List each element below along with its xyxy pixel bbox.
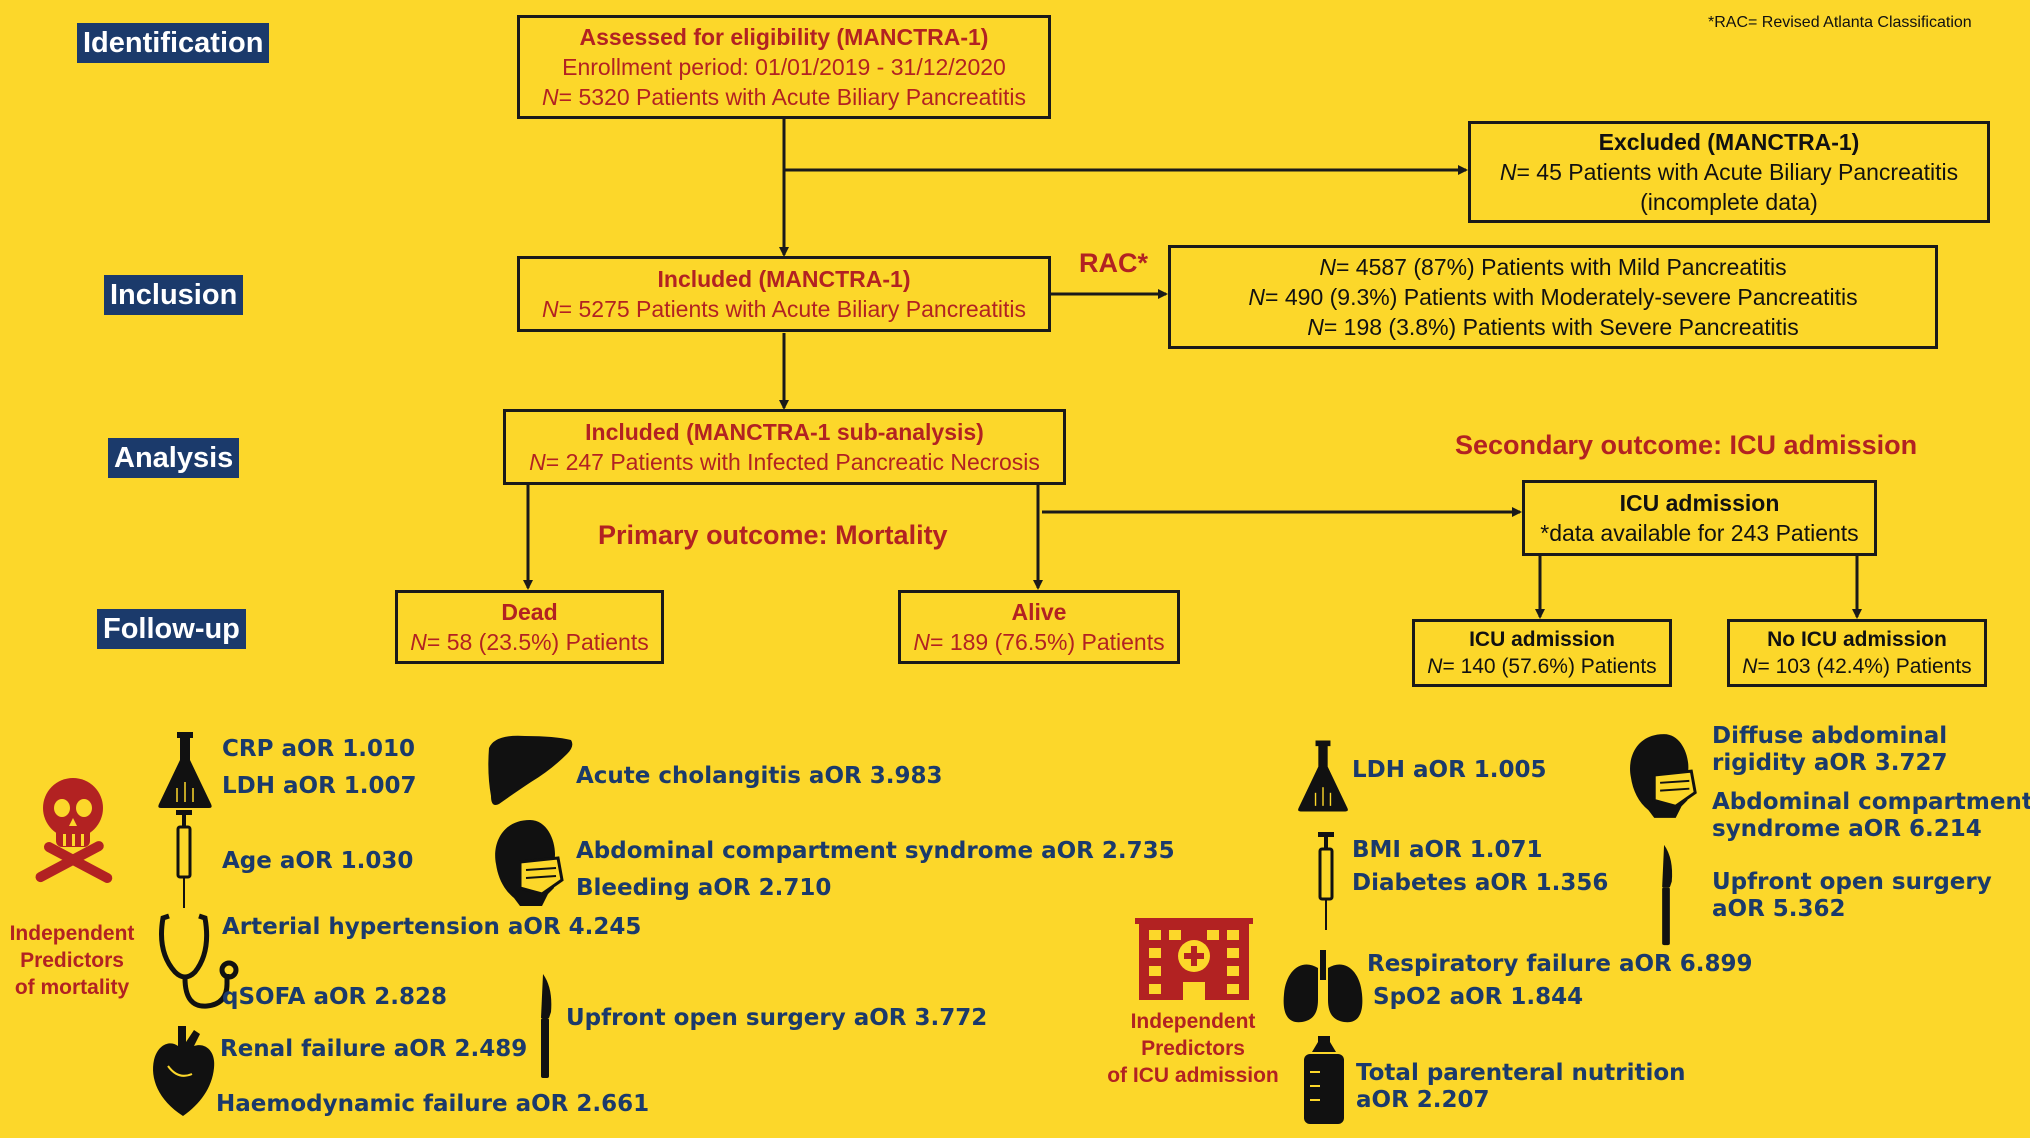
icu-admission-box: ICU admission N= 140 (57.6%) Patients — [1412, 619, 1672, 687]
no-icu-admission-title: No ICU admission — [1767, 628, 1947, 651]
excluded-box: Excluded (MANCTRA-1) N= 45 Patients with… — [1468, 121, 1990, 223]
included-box: Included (MANCTRA-1) N= 5275 Patients wi… — [517, 256, 1051, 332]
stage-identification: Identification — [77, 23, 270, 63]
mortality-cholangitis: Acute cholangitis aOR 3.983 — [576, 763, 943, 789]
icu-spo2: SpO2 aOR 1.844 — [1373, 984, 1584, 1010]
stage-inclusion: Inclusion — [104, 275, 244, 315]
dead-count: N= 58 (23.5%) Patients — [410, 629, 649, 655]
severity-moderate: N= 490 (9.3%) Patients with Moderately-s… — [1248, 284, 1858, 310]
scalpel-icon — [541, 974, 552, 1078]
mortality-predictors-label: Independent Predictors of mortality — [9, 922, 135, 999]
mortality-renal: Renal failure aOR 2.489 — [220, 1036, 528, 1062]
dead-title: Dead — [501, 599, 558, 625]
icu-admission-title: ICU admission — [1469, 628, 1615, 651]
lungs-icon — [1283, 950, 1363, 1023]
alive-title: Alive — [1011, 599, 1067, 625]
syringe-icon-icu — [1318, 832, 1334, 930]
icu-respiratory: Respiratory failure aOR 6.899 — [1367, 951, 1753, 977]
icu-availability: *data available for 243 Patients — [1540, 520, 1859, 546]
mortality-crp: CRP aOR 1.010 — [222, 736, 415, 762]
subanalysis-title: Included (MANCTRA-1 sub-analysis) — [585, 419, 984, 445]
flask-icon — [158, 732, 212, 808]
mortality-hypertension: Arterial hypertension aOR 4.245 — [222, 914, 642, 940]
assessed-enrollment: Enrollment period: 01/01/2019 - 31/12/20… — [562, 54, 1006, 80]
included-title: Included (MANCTRA-1) — [657, 266, 911, 292]
stage-followup: Follow-up — [97, 609, 246, 649]
alive-box: Alive N= 189 (76.5%) Patients — [898, 590, 1180, 664]
icu-admission-count: N= 140 (57.6%) Patients — [1427, 655, 1657, 678]
mortality-bleeding: Bleeding aOR 2.710 — [576, 875, 832, 901]
heart-icon — [153, 1026, 215, 1116]
icu-title: ICU admission — [1619, 490, 1780, 516]
rac-label: RAC* — [1079, 248, 1149, 278]
mortality-ldh: LDH aOR 1.007 — [222, 773, 417, 799]
icu-box: ICU admission *data available for 243 Pa… — [1522, 480, 1877, 556]
mortality-surgery: Upfront open surgery aOR 3.772 — [566, 1005, 988, 1031]
mortality-acs: Abdominal compartment syndrome aOR 2.735 — [576, 838, 1175, 864]
bottle-icon — [1304, 1036, 1344, 1124]
icu-diabetes: Diabetes aOR 1.356 — [1352, 870, 1609, 896]
severity-severe: N= 198 (3.8%) Patients with Severe Pancr… — [1307, 314, 1799, 340]
included-count: N= 5275 Patients with Acute Biliary Panc… — [542, 296, 1026, 322]
icu-rigidity: Diffuse abdominal rigidity aOR 3.727 — [1712, 723, 1948, 776]
icu-acs: Abdominal compartment syndrome aOR 6.214 — [1712, 789, 2030, 842]
face-mask-icon — [495, 820, 564, 906]
skull-crossbones-icon — [35, 778, 113, 884]
secondary-outcome-heading: Secondary outcome: ICU admission — [1455, 430, 1918, 460]
alive-count: N= 189 (76.5%) Patients — [913, 629, 1165, 655]
severity-mild: N= 4587 (87%) Patients with Mild Pancrea… — [1319, 254, 1787, 280]
severity-box: N= 4587 (87%) Patients with Mild Pancrea… — [1168, 245, 1938, 349]
face-mask-icon-icu — [1630, 734, 1697, 818]
no-icu-admission-count: N= 103 (42.4%) Patients — [1742, 655, 1972, 678]
excluded-note: (incomplete data) — [1640, 189, 1818, 215]
mortality-haemodynamic: Haemodynamic failure aOR 2.661 — [216, 1091, 650, 1117]
subanalysis-box: Included (MANCTRA-1 sub-analysis) N= 247… — [503, 409, 1066, 485]
excluded-title: Excluded (MANCTRA-1) — [1598, 129, 1860, 155]
assessed-count: N= 5320 Patients with Acute Biliary Panc… — [542, 84, 1026, 110]
scalpel-icon-icu — [1662, 844, 1673, 946]
icu-bmi: BMI aOR 1.071 — [1352, 837, 1543, 863]
hospital-icon — [1135, 918, 1253, 1000]
excluded-count: N= 45 Patients with Acute Biliary Pancre… — [1499, 159, 1959, 185]
mortality-age: Age aOR 1.030 — [222, 848, 414, 874]
rac-footnote: *RAC= Revised Atlanta Classification — [1708, 14, 1972, 31]
subanalysis-count: N= 247 Patients with Infected Pancreatic… — [529, 449, 1040, 475]
flask-icon-icu — [1298, 740, 1348, 812]
icu-ldh: LDH aOR 1.005 — [1352, 757, 1547, 783]
assessed-box: Assessed for eligibility (MANCTRA-1) Enr… — [517, 15, 1051, 119]
mortality-qsofa: qSOFA aOR 2.828 — [222, 984, 448, 1010]
dead-box: Dead N= 58 (23.5%) Patients — [395, 590, 664, 664]
icu-predictors-label: Independent Predictors of ICU admission — [1107, 1010, 1279, 1087]
liver-icon — [488, 735, 573, 805]
primary-outcome-heading: Primary outcome: Mortality — [598, 520, 948, 550]
stethoscope-icon — [159, 913, 239, 1009]
icu-surgery: Upfront open surgery aOR 5.362 — [1712, 869, 1992, 922]
stage-analysis: Analysis — [108, 438, 240, 478]
no-icu-admission-box: No ICU admission N= 103 (42.4%) Patients — [1727, 619, 1987, 687]
assessed-title: Assessed for eligibility (MANCTRA-1) — [579, 24, 989, 50]
syringe-icon — [176, 810, 192, 908]
icu-tpn: Total parenteral nutrition aOR 2.207 — [1356, 1060, 1686, 1113]
